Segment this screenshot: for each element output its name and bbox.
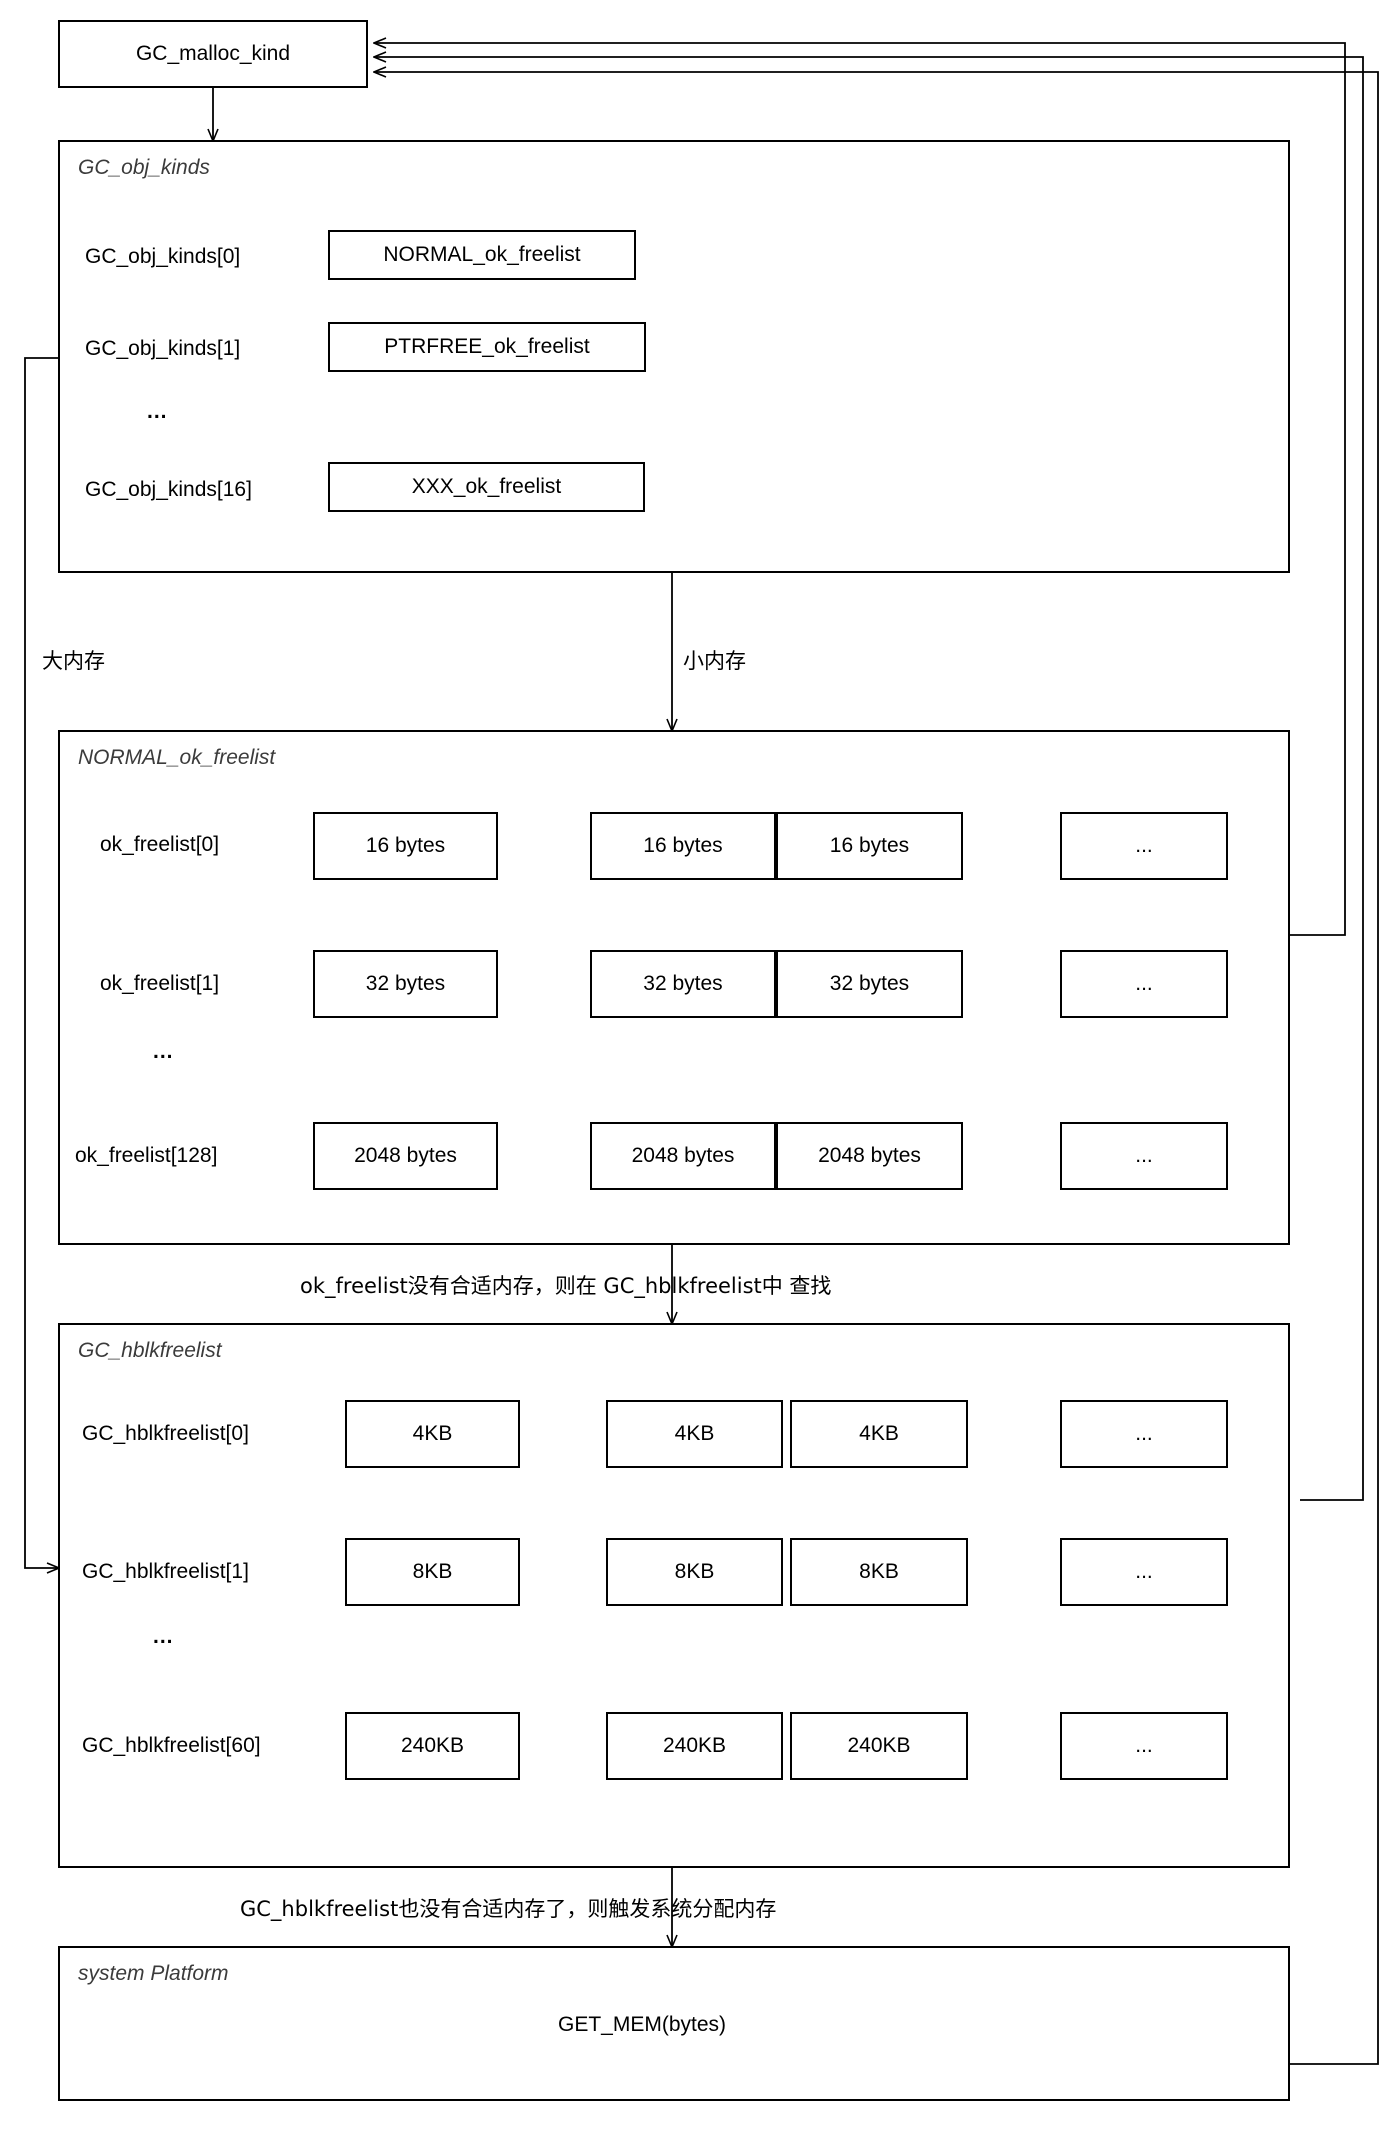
ok-freelist-node-0-1[interactable]: 16 bytes xyxy=(590,812,776,880)
transition-label-1: ok_freelist没有合适内存，则在 GC_hblkfreelist中 查找 xyxy=(300,1274,832,1298)
ok-freelist-node-0-2[interactable]: 16 bytes xyxy=(776,812,963,880)
obj-kinds-row-value-1[interactable]: PTRFREE_ok_freelist xyxy=(328,322,646,372)
gc-hblkfreelist-title: GC_hblkfreelist xyxy=(78,1339,222,1362)
ok-freelist-node-text-1-0: 32 bytes xyxy=(365,972,446,995)
ok-freelist-node-text-1-3: ... xyxy=(1135,972,1153,995)
hblk-node-3-3[interactable]: ... xyxy=(1060,1712,1228,1780)
branch-label-small-memory: 小内存 xyxy=(683,649,746,673)
ok-freelist-node-text-1-1: 32 bytes xyxy=(643,972,723,995)
ok-freelist-node-text-0-0: 16 bytes xyxy=(365,834,446,857)
get-mem-call-label: GET_MEM(bytes) xyxy=(558,2013,727,2036)
ok-freelist-node-text-3-1: 2048 bytes xyxy=(631,1144,735,1167)
obj-kinds-row-label-2: ... xyxy=(147,400,168,423)
ok-freelist-node-3-1[interactable]: 2048 bytes xyxy=(590,1122,776,1190)
ok-freelist-node-0-3[interactable]: ... xyxy=(1060,812,1228,880)
ok-freelist-node-text-1-2: 32 bytes xyxy=(829,972,910,995)
branch-label-large-memory: 大内存 xyxy=(42,649,105,673)
ok-freelist-node-3-0[interactable]: 2048 bytes xyxy=(313,1122,498,1190)
hblk-node-text-1-1: 8KB xyxy=(674,1560,715,1583)
hblk-node-text-3-3: ... xyxy=(1135,1734,1153,1757)
edge-large-memory xyxy=(24,357,60,1568)
hblk-node-1-3[interactable]: ... xyxy=(1060,1538,1228,1606)
obj-kinds-row-label-0: GC_obj_kinds[0] xyxy=(85,245,241,268)
ok-freelist-node-1-0[interactable]: 32 bytes xyxy=(313,950,498,1018)
hblk-node-text-1-2: 8KB xyxy=(859,1560,899,1583)
obj-kinds-row-value-text-1: PTRFREE_ok_freelist xyxy=(384,335,590,358)
ok-freelist-node-text-3-2: 2048 bytes xyxy=(818,1144,921,1167)
hblk-node-1-2[interactable]: 8KB xyxy=(790,1538,968,1606)
hblk-node-text-0-0: 4KB xyxy=(412,1422,453,1445)
ok-freelist-node-3-3[interactable]: ... xyxy=(1060,1122,1228,1190)
transition-label-2: GC_hblkfreelist也没有合适内存了，则触发系统分配内存 xyxy=(240,1897,777,1921)
obj-kinds-row-label-3: GC_obj_kinds[16] xyxy=(85,478,252,501)
ok-freelist-node-1-1[interactable]: 32 bytes xyxy=(590,950,776,1018)
hblk-row-label-1: GC_hblkfreelist[1] xyxy=(82,1560,249,1583)
ok-freelist-node-text-3-3: ... xyxy=(1135,1144,1153,1167)
hblk-node-text-1-3: ... xyxy=(1135,1560,1153,1583)
hblk-node-3-1[interactable]: 240KB xyxy=(606,1712,783,1780)
gc-obj-kinds-title: GC_obj_kinds xyxy=(78,156,210,179)
hblk-node-0-3[interactable]: ... xyxy=(1060,1400,1228,1468)
ok-freelist-node-3-2[interactable]: 2048 bytes xyxy=(776,1122,963,1190)
gc-malloc-kind-label: GC_malloc_kind xyxy=(135,42,291,65)
ok-freelist-row-label-3: ok_freelist[128] xyxy=(75,1144,218,1167)
ok-freelist-node-text-3-0: 2048 bytes xyxy=(354,1144,457,1167)
hblk-node-0-1[interactable]: 4KB xyxy=(606,1400,783,1468)
obj-kinds-row-value-0[interactable]: NORMAL_ok_freelist xyxy=(328,230,636,280)
ok-freelist-node-text-0-2: 16 bytes xyxy=(829,834,910,857)
hblk-node-text-0-3: ... xyxy=(1135,1422,1153,1445)
ok-freelist-node-text-0-1: 16 bytes xyxy=(643,834,723,857)
hblk-node-text-3-0: 240KB xyxy=(400,1734,465,1757)
ok-freelist-row-label-1: ok_freelist[1] xyxy=(100,972,220,995)
ok-freelist-row-label-2: ... xyxy=(153,1040,174,1063)
hblk-node-0-2[interactable]: 4KB xyxy=(790,1400,968,1468)
hblk-node-1-0[interactable]: 8KB xyxy=(345,1538,520,1606)
hblk-node-3-2[interactable]: 240KB xyxy=(790,1712,968,1780)
gc-obj-kinds-container: GC_obj_kinds xyxy=(58,140,1290,573)
normal-ok-freelist-title: NORMAL_ok_freelist xyxy=(78,746,276,769)
hblk-node-0-0[interactable]: 4KB xyxy=(345,1400,520,1468)
hblk-node-1-1[interactable]: 8KB xyxy=(606,1538,783,1606)
hblk-row-label-0: GC_hblkfreelist[0] xyxy=(82,1422,249,1445)
hblk-node-text-0-1: 4KB xyxy=(674,1422,715,1445)
ok-freelist-row-label-0: ok_freelist[0] xyxy=(100,833,220,856)
hblk-row-label-3: GC_hblkfreelist[60] xyxy=(82,1734,261,1757)
obj-kinds-row-label-1: GC_obj_kinds[1] xyxy=(85,337,241,360)
ok-freelist-node-1-2[interactable]: 32 bytes xyxy=(776,950,963,1018)
hblk-node-text-3-2: 240KB xyxy=(847,1734,911,1757)
system-platform-container: system Platform xyxy=(58,1946,1290,2101)
obj-kinds-row-value-text-3: XXX_ok_freelist xyxy=(411,475,562,498)
hblk-node-text-1-0: 8KB xyxy=(412,1560,453,1583)
ok-freelist-node-0-0[interactable]: 16 bytes xyxy=(313,812,498,880)
gc-malloc-kind-node[interactable]: GC_malloc_kind xyxy=(58,20,368,88)
hblk-node-3-0[interactable]: 240KB xyxy=(345,1712,520,1780)
system-platform-title: system Platform xyxy=(78,1962,229,1985)
hblk-node-text-3-1: 240KB xyxy=(662,1734,727,1757)
hblk-row-label-2: ... xyxy=(153,1625,174,1648)
ok-freelist-node-1-3[interactable]: ... xyxy=(1060,950,1228,1018)
hblk-node-text-0-2: 4KB xyxy=(859,1422,899,1445)
obj-kinds-row-value-3[interactable]: XXX_ok_freelist xyxy=(328,462,645,512)
ok-freelist-node-text-0-3: ... xyxy=(1135,834,1153,857)
obj-kinds-row-value-text-0: NORMAL_ok_freelist xyxy=(383,243,581,266)
